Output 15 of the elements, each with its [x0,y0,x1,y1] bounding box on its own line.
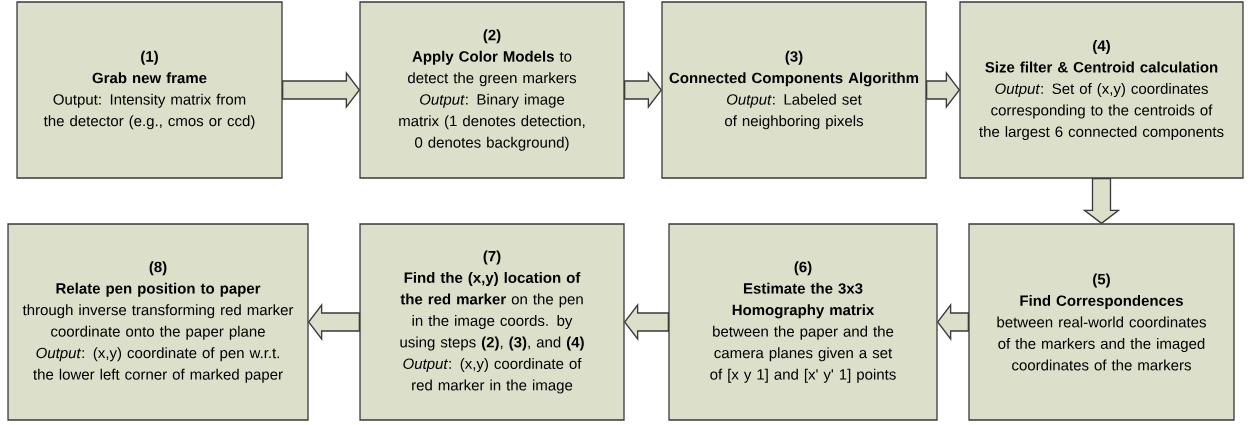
block-arrow [307,303,360,341]
process-box: (4) Size filter & Centroid calculation Output: Set of (x,y) coordinates corresponding to the centroids of the largest 6 connected components [959,1,1244,179]
process-box: (5) Find Correspondences between real-world coordinates of the markers and the imaged coordinates of the markers [968,223,1235,421]
block-arrow [282,71,361,109]
process-box: (6) Estimate the 3x3 Homography matrix between the paper and the camera planes given a set of [x y 1] and [x' y' 1] points [668,223,938,421]
process-box: (3) Connected Components Algorithm Output: Labeled set of neighboring pixels [661,1,927,179]
process-box: (1) Grab new frame Output: Intensity matrix from the detector (e.g., cmos or ccd) [16,1,283,179]
block-arrow [926,71,961,109]
process-box: (2) Apply Color Models to detect the green markers Output: Binary image matrix (1 denotes detection, 0 denotes background) [359,1,625,179]
process-box: (7) Find the (x,y) location of the red marker on the pen in the image coords. by using steps (2), (3), and (4) Output: (x,y) coordinate of red marker in the image [359,223,625,421]
process-box: (8) Relate pen position to paper through inverse transforming red marker coordinate onto the paper plane Output: (x,y) coordinate of pen w.r.t. the lower left corner of marked paper [7,223,309,421]
block-arrow [624,71,663,109]
block-arrow [1082,178,1121,225]
block-arrow [623,303,669,341]
block-arrow [936,303,969,341]
